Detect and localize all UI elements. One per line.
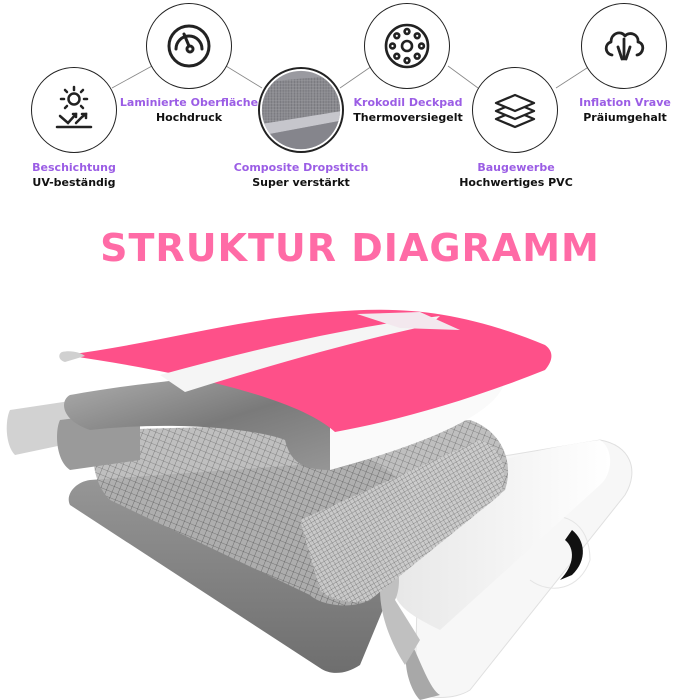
feature-label-dropstitch: Composite Dropstitch Super verstärkt [234,160,369,190]
feature-title: Composite Dropstitch [233,161,369,174]
feature-title: Beschichtung [32,161,116,174]
page-title: STRUKTUR DIAGRAMM [100,226,600,270]
uv-coating-icon-circle [31,67,117,153]
feature-title: Inflation Vrave [579,96,671,109]
feature-label-deckpad: Krokodil Deckpad Thermoversiegelt [353,95,462,125]
feature-subtitle: Thermoversiegelt [353,111,463,124]
carry-handle [560,530,583,580]
deck-stripe [160,316,440,392]
connector-lines [111,65,591,89]
feature-title: Laminierte Oberfläche [119,96,259,109]
layers-icon [494,93,536,129]
dropstitch-mesh-image [261,70,341,150]
feature-label-inflation: Inflation Vrave Präiumgehalt [579,95,671,125]
feature-subtitle: Hochdruck [155,111,223,124]
sun-uv-icon [55,85,93,129]
feature-subtitle: Super verstärkt [252,176,350,189]
dotted-disc-icon [384,23,430,69]
feature-label-laminierte: Laminierte Oberfläche Hochdruck [120,95,258,125]
inflation-icon-circle [581,3,667,89]
pressure-icon-circle [146,3,232,89]
feature-title: Baugewerbe [477,161,555,174]
feature-subtitle: Hochwertiges PVC [459,176,573,189]
pressure-gauge-icon [167,24,211,68]
board-structure-illustration [6,309,633,700]
feature-subtitle: UV-beständig [32,176,116,189]
feature-label-beschichtung: Beschichtung UV-beständig [32,160,116,190]
pink-deck-layer [65,309,552,432]
dropstitch-image-circle [258,67,344,153]
feature-title: Krokodil Deckpad [353,96,463,109]
feature-subtitle: Präiumgehalt [583,111,667,124]
traction-pad [357,312,460,330]
layers-icon-circle [472,67,558,153]
feature-label-baugewerbe: Baugewerbe Hochwertiges PVC [459,160,573,190]
deckpad-icon-circle [364,3,450,89]
cloud-air-icon [604,31,645,61]
